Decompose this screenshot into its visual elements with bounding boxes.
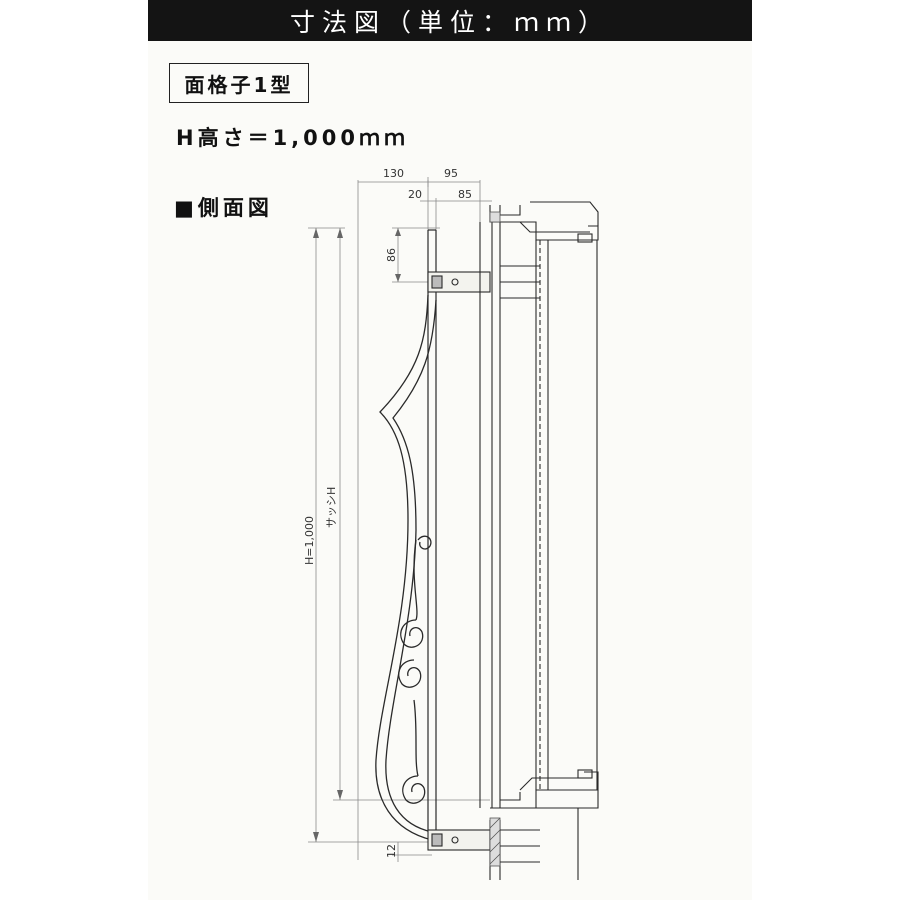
diagram-panel bbox=[148, 0, 752, 900]
dim-85: 85 bbox=[458, 188, 472, 201]
dim-12: 12 bbox=[385, 844, 398, 858]
dim-95: 95 bbox=[444, 167, 458, 180]
top-bracket bbox=[427, 271, 491, 293]
page-title: 寸法図（単位：ｍｍ） bbox=[289, 7, 610, 37]
bottom-bracket bbox=[427, 829, 491, 851]
dim-20: 20 bbox=[408, 188, 422, 201]
dim-height-total: H=1,000 bbox=[303, 516, 316, 565]
model-name-box: 面格子1型 bbox=[169, 63, 309, 103]
dimension-lines bbox=[308, 177, 492, 862]
anchor-screws bbox=[500, 265, 540, 863]
title-bar: 寸法図（単位：ｍｍ） bbox=[148, 0, 752, 41]
side-view-heading: ■側面図 bbox=[174, 196, 273, 220]
dim-130: 130 bbox=[383, 167, 404, 180]
model-name: 面格子1型 bbox=[184, 72, 294, 97]
height-spec: H高さ＝1,000ｍｍ bbox=[176, 126, 409, 150]
grille-scroll-profile bbox=[375, 294, 437, 841]
dimension-arrows bbox=[313, 228, 401, 842]
dim-86: 86 bbox=[385, 248, 398, 262]
dim-sash-height: サッシH bbox=[325, 487, 338, 528]
grille-bar bbox=[427, 229, 437, 832]
wall-hatch bbox=[489, 211, 501, 867]
sash-frame bbox=[479, 201, 599, 880]
